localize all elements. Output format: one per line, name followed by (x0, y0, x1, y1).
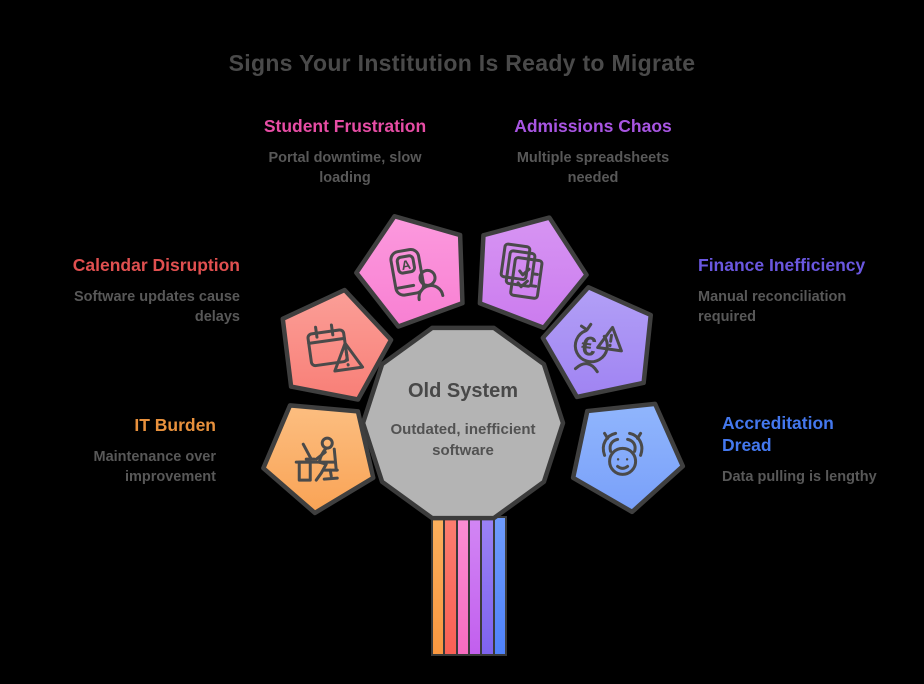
page-title: Signs Your Institution Is Ready to Migra… (228, 50, 696, 76)
pentagon-shape (280, 287, 394, 402)
node-description: Maintenance over improvement (93, 449, 217, 485)
center-decagon (360, 325, 566, 521)
trunk-stripe-purple (482, 516, 495, 656)
pentagon-shape (540, 284, 654, 400)
center-subtitle: Outdated, inefficient software (390, 421, 536, 459)
node-description: Data pulling is lengthy (722, 469, 877, 485)
node-description: Manual reconciliation required (698, 289, 847, 325)
trunk-stripe-orange (431, 516, 446, 656)
trunk-stripe-blue (494, 516, 507, 656)
pentagon-it-burden (246, 383, 387, 530)
student-portal-icon: A (389, 247, 445, 302)
node-label: IT Burden (134, 415, 216, 435)
euro-glyph: € (579, 330, 598, 362)
pentagon-calendar-disruption (249, 263, 411, 428)
documents-checklist-icon (499, 242, 544, 300)
node-block-it-burden: IT Burden Maintenance over improvement (14, 414, 217, 487)
node-block-calendar-disruption: Calendar Disruption Software updates cau… (38, 254, 240, 327)
node-block-admissions-chaos: Admissions Chaos Multiple spreadsheets n… (495, 115, 691, 188)
node-label: Finance Inefficiency (698, 255, 866, 275)
pentagon-admissions-chaos (451, 192, 608, 345)
node-label: Student Frustration (263, 116, 427, 136)
pentagon-shape (570, 401, 686, 515)
node-label: Calendar Disruption (72, 255, 240, 275)
trunk-stripe-red (445, 516, 458, 656)
person-at-desk-icon (294, 436, 339, 482)
card-letter: A (400, 257, 412, 274)
pentagon-accreditation-dread (560, 382, 699, 527)
node-label: Admissions Chaos (514, 116, 672, 136)
hands-on-head-icon (601, 431, 644, 476)
node-description: Portal downtime, slow loading (268, 150, 422, 186)
center-label: Old System Outdated, inefficient softwar… (358, 380, 568, 461)
trunk-stripe-violet (469, 516, 483, 656)
node-block-student-frustration: Student Frustration Portal downtime, slo… (247, 115, 443, 188)
pentagon-student-frustration: A (335, 191, 491, 342)
node-label: Accreditation Dread (722, 413, 834, 455)
pentagon-finance-inefficiency: € (523, 259, 685, 424)
center-title: Old System (407, 380, 519, 402)
calendar-warning-icon (306, 323, 365, 373)
node-description: Software updates cause delays (74, 289, 240, 325)
trunk-stripe-pink (457, 516, 470, 656)
trunk-stripes (431, 516, 507, 656)
node-block-accreditation-dread: Accreditation Dread Data pulling is leng… (722, 412, 880, 488)
euro-warning-icon: € (573, 322, 623, 374)
node-description: Multiple spreadsheets needed (516, 150, 670, 186)
node-block-finance-inefficiency: Finance Inefficiency Manual reconciliati… (698, 254, 900, 327)
